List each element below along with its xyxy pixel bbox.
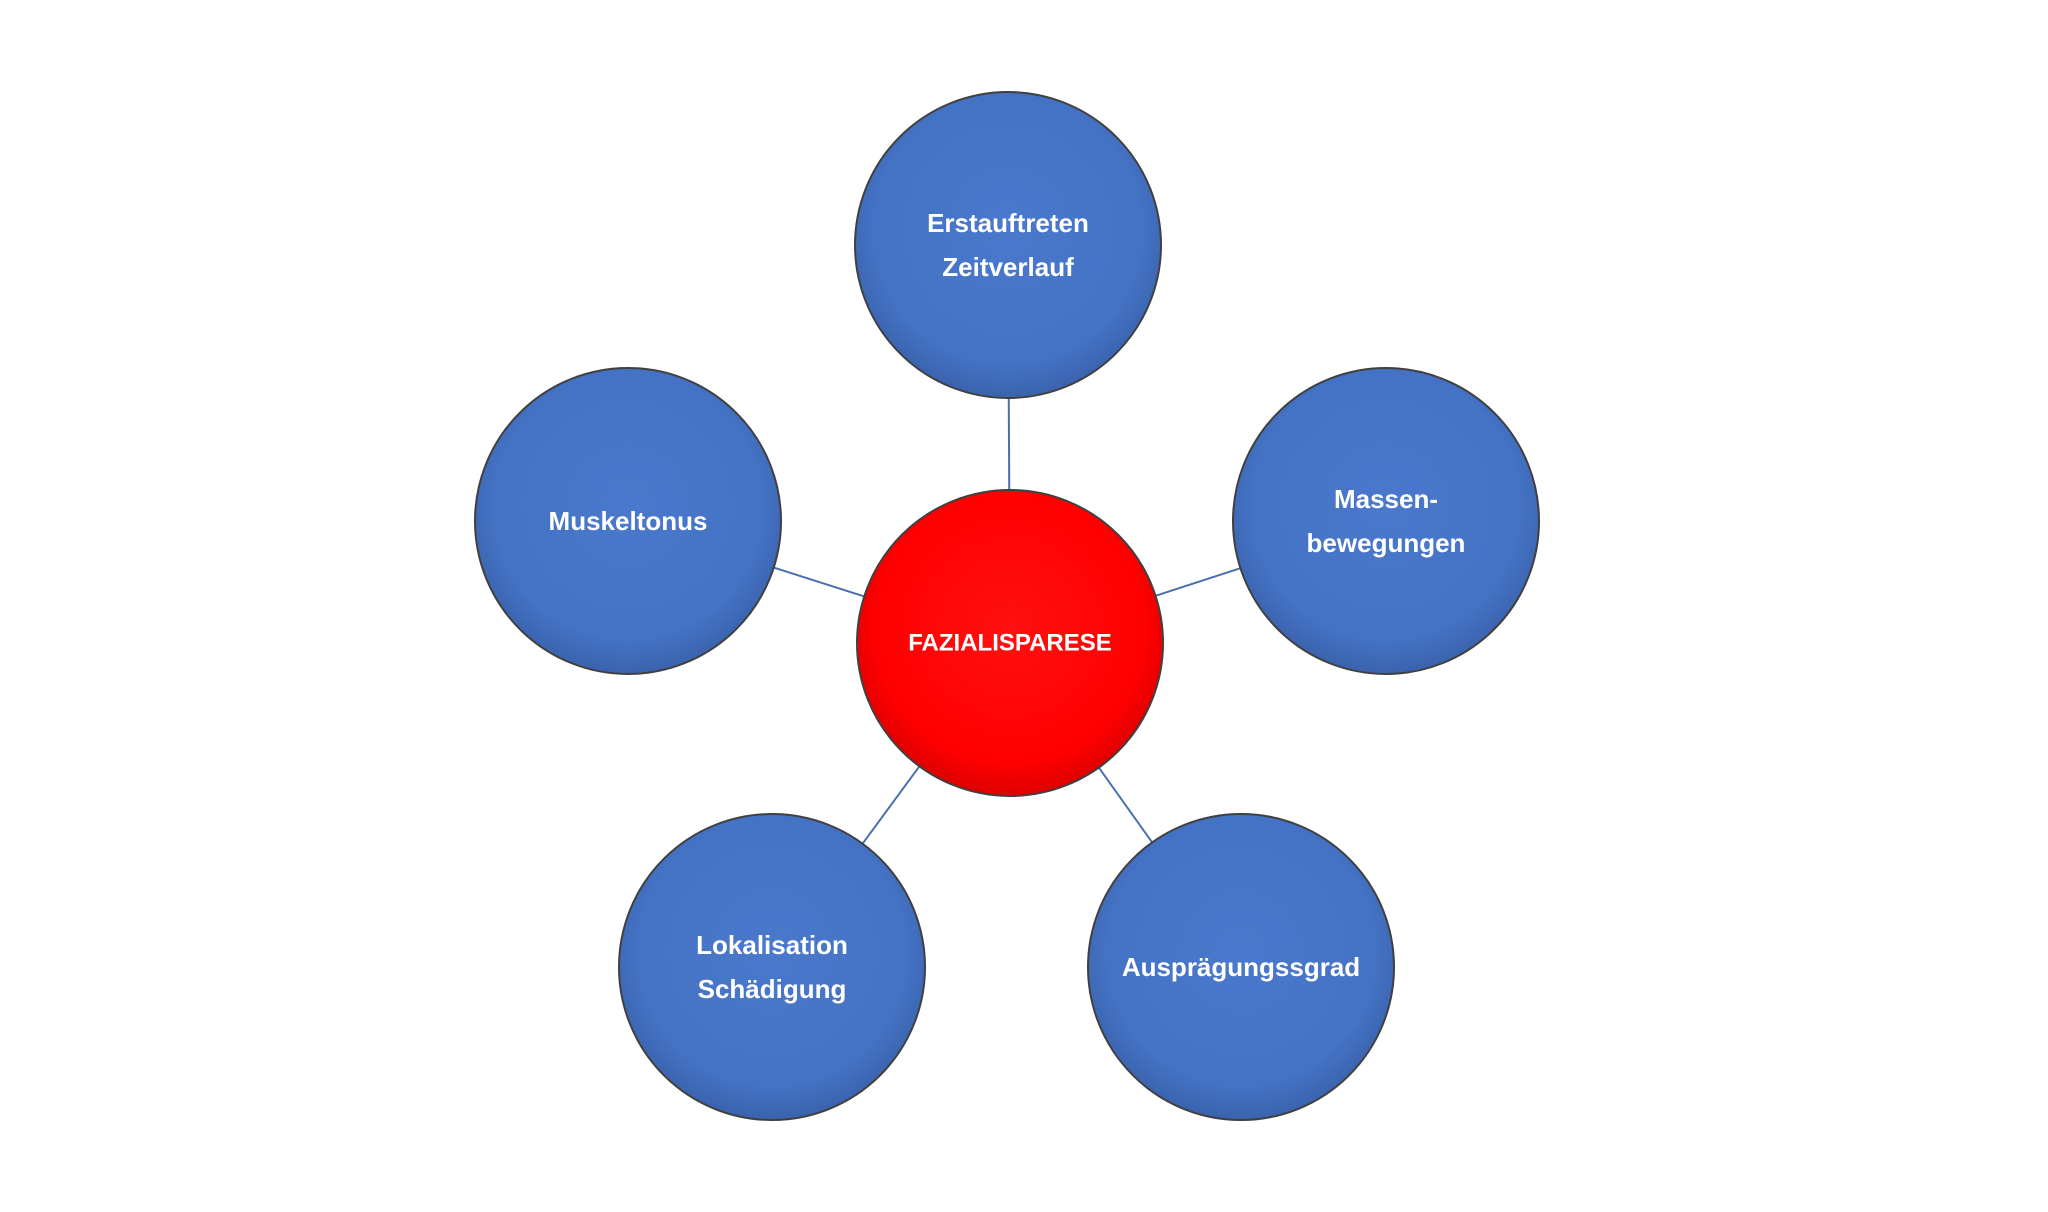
node-bottom-right: Ausprägungssgrad	[1087, 813, 1395, 1121]
node-right: Massen-bewegungen	[1232, 367, 1540, 675]
node-label-right: bewegungen	[1307, 528, 1466, 558]
nodes: ErstauftretenZeitverlaufMassen-bewegunge…	[474, 91, 1540, 1121]
node-label-left: Muskeltonus	[549, 506, 708, 536]
node-left: Muskeltonus	[474, 367, 782, 675]
connector-left	[773, 566, 865, 598]
node-label-top: Erstauftreten	[927, 208, 1089, 238]
connector-bottom-right	[1098, 766, 1153, 844]
node-label-bottom-right: Ausprägungssgrad	[1122, 952, 1360, 982]
node-label-right: Massen-	[1334, 484, 1438, 514]
node-circle-bottom-right	[1087, 813, 1395, 1121]
node-circle-top	[854, 91, 1162, 399]
center-label: FAZIALISPARESE	[908, 630, 1112, 657]
node-label-top: Zeitverlauf	[942, 252, 1074, 282]
connector-right	[1155, 567, 1241, 597]
node-circle-right	[1232, 367, 1540, 675]
connectors	[773, 397, 1241, 845]
center-node: FAZIALISPARESE	[856, 489, 1164, 797]
node-label-bottom-left: Lokalisation	[696, 930, 848, 960]
node-circle-bottom-left	[618, 813, 926, 1121]
center-circle	[856, 489, 1164, 797]
node-circle-left	[474, 367, 782, 675]
connector-bottom-left	[861, 765, 921, 845]
node-label-bottom-left: Schädigung	[698, 974, 847, 1004]
